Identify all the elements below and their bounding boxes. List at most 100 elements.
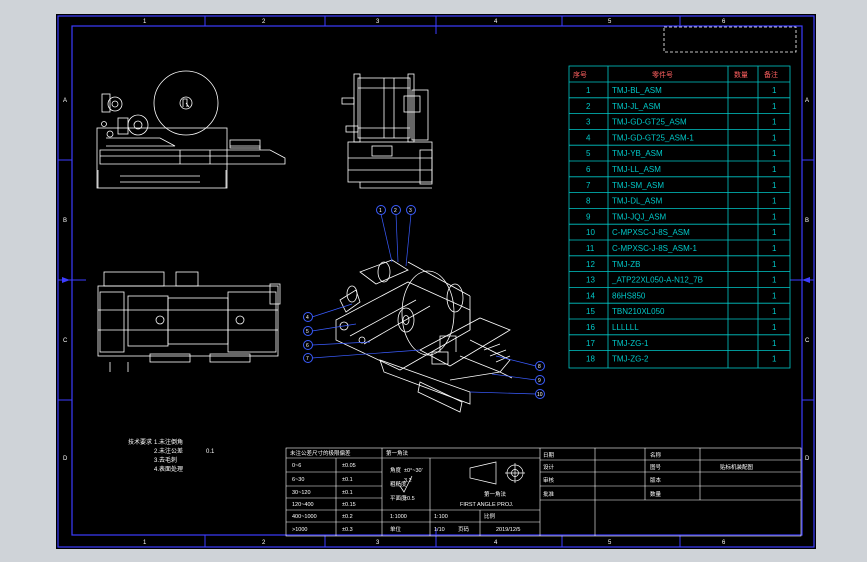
part-quantity: 1 (772, 339, 777, 348)
tol-range-3: 30~120 (292, 490, 311, 496)
zone-right-c: C (805, 338, 810, 344)
part-code: LLLLLL (612, 323, 639, 332)
part-code: TBN210XL050 (612, 307, 665, 316)
part-number: 1 (586, 86, 591, 95)
tech-req-line-3: 3.去毛刺 (154, 456, 177, 464)
zone-right-d: D (805, 456, 810, 462)
part-number: 7 (586, 181, 591, 190)
part-number: 12 (586, 260, 595, 269)
right-label-qty: 数量 (650, 490, 662, 498)
zone-left-a: A (63, 98, 67, 104)
balloon-leaders (311, 213, 537, 395)
tol-value-6: ±0.3 (342, 527, 353, 533)
zone-right-b: B (805, 218, 809, 224)
zone-bottom-2: 2 (262, 540, 266, 546)
part-number: 2 (586, 102, 591, 111)
balloon-5: 5 (303, 326, 313, 336)
tol-value-4: ±0.15 (342, 502, 356, 508)
balloons: 1 2 3 4 5 6 7 8 9 10 (303, 205, 545, 399)
part-quantity: 1 (772, 212, 777, 221)
part-number: 18 (586, 355, 595, 364)
part-number: 14 (586, 291, 595, 300)
part-number: 9 (586, 212, 591, 221)
tol-value-1: ±0.05 (342, 463, 356, 469)
title-block-text: 未注公差尺寸的极限偏差 第一角法 0~6 ±0.05 6~30 ±0.1 30~… (290, 449, 754, 533)
tech-req-line-4: 4.表面处理 (154, 465, 183, 473)
svg-text:10: 10 (537, 392, 543, 398)
svg-text:3: 3 (409, 208, 412, 214)
sheet-label: 页码 (458, 525, 470, 533)
part-quantity: 1 (772, 323, 777, 332)
zone-bottom-6: 6 (722, 540, 726, 546)
svg-text:8: 8 (538, 364, 541, 370)
isometric-view (335, 259, 513, 413)
balloon-1: 1 (376, 205, 386, 215)
part-number: 5 (586, 149, 591, 158)
svg-text:1: 1 (379, 208, 382, 214)
tolerance-header: 未注公差尺寸的极限偏差 (290, 449, 351, 457)
zone-labels: 1 2 3 4 5 6 1 2 3 4 5 6 A B C D A B C D (63, 19, 810, 546)
part-number: 4 (586, 133, 591, 142)
part-number: 11 (586, 244, 595, 253)
role-date: 日期 (543, 452, 555, 459)
part-quantity: 1 (772, 307, 777, 316)
svg-text:零件号: 零件号 (652, 70, 673, 79)
part-code: TMJ-LL_ASM (612, 165, 661, 174)
role-checker: 审核 (543, 476, 555, 484)
parts-list-row: 9 TMJ-JQJ_ASM 1 (586, 212, 777, 221)
balloon-6: 6 (303, 340, 313, 350)
balloon-3: 3 (406, 205, 416, 215)
svg-text:9: 9 (538, 378, 541, 384)
part-quantity: 1 (772, 197, 777, 206)
part-quantity: 1 (772, 228, 777, 237)
drawing-name: 贴标机装配图 (720, 463, 754, 471)
balloon-10: 10 (535, 389, 545, 399)
part-quantity: 1 (772, 86, 777, 95)
side-view (341, 73, 433, 189)
svg-text:6: 6 (306, 343, 309, 349)
part-quantity: 1 (772, 102, 777, 111)
zone-top-5: 5 (608, 19, 612, 25)
front-view (96, 70, 286, 189)
zone-top-3: 3 (376, 19, 380, 25)
part-code: TMJ-JQJ_ASM (612, 212, 667, 221)
part-code: 86HS850 (612, 291, 646, 300)
role-approver: 批准 (543, 490, 555, 498)
part-number: 8 (586, 197, 591, 206)
right-label-version: 版本 (650, 476, 662, 484)
zone-right-a: A (805, 98, 809, 104)
technical-requirements: 技术要求 1.未注倒角 2.未注公差 3.去毛刺 4.表面处理 0.1 (128, 438, 215, 473)
part-quantity: 1 (772, 165, 777, 174)
flatness-label: 平面度 (390, 494, 407, 502)
part-number: 13 (586, 276, 595, 285)
svg-text:序号: 序号 (573, 70, 587, 79)
svg-text:5: 5 (306, 329, 309, 335)
scale-label: 比例 (484, 512, 496, 520)
tol-value-5: ±0.2 (342, 514, 353, 520)
tol-range-4: 120~400 (292, 502, 314, 508)
svg-text:数量: 数量 (734, 70, 748, 79)
zone-top-1: 1 (143, 19, 147, 25)
balloon-2: 2 (391, 205, 401, 215)
first-angle-projection-icon (469, 461, 525, 485)
part-code: TMJ-SM_ASM (612, 181, 664, 190)
part-number: 17 (586, 339, 595, 348)
part-code: TMJ-JL_ASM (612, 102, 661, 111)
balloon-7: 7 (303, 353, 313, 363)
part-quantity: 1 (772, 244, 777, 253)
flatness-value: ±0.5 (404, 496, 415, 502)
top-view (97, 271, 281, 372)
scale-value-2: 1:100 (434, 514, 448, 520)
tech-req-title: 技术要求 (128, 438, 152, 446)
scale-value-1: 1:1000 (390, 514, 407, 520)
